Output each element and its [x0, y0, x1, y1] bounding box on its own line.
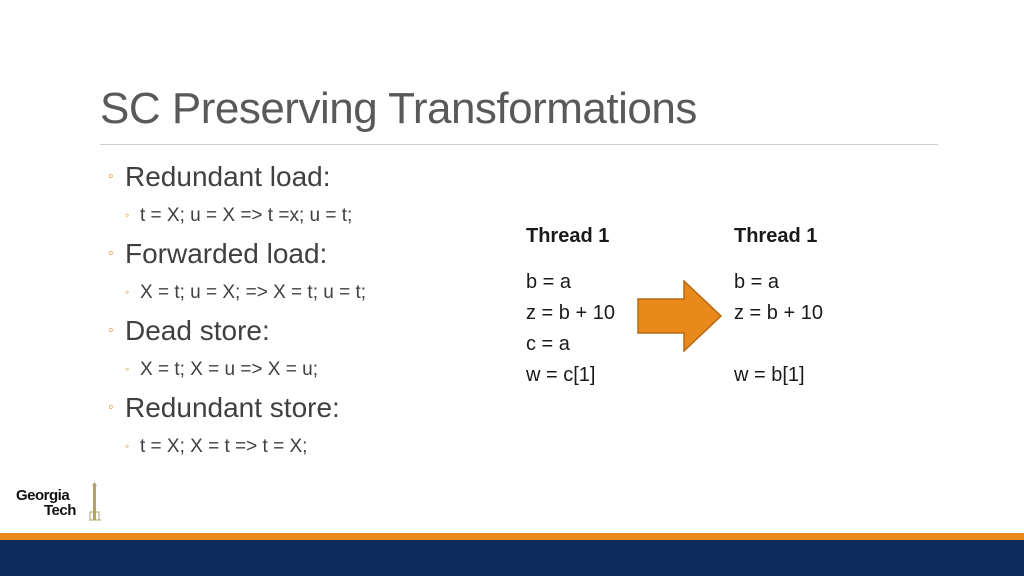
code-line: z = b + 10 [734, 302, 823, 324]
code-line-blank [734, 329, 884, 360]
bullet-item: ◦ Redundant load: [108, 157, 508, 197]
thread-code: b = a z = b + 10 c = a w = c[1] [526, 267, 676, 391]
bullet-item: ◦ Dead store: [108, 311, 508, 351]
tech-tower-icon [89, 482, 101, 521]
bullet-list: ◦ Redundant load: ◦ t = X; u = X => t =x… [108, 157, 508, 465]
thread-before: Thread 1 b = a z = b + 10 c = a w = c[1] [526, 222, 676, 391]
thread-after: Thread 1 b = a z = b + 10 w = b[1] [734, 222, 884, 391]
bullet-item: ◦ Redundant store: [108, 388, 508, 428]
bullet-marker-icon: ◦ [108, 245, 114, 262]
thread-heading: Thread 1 [734, 225, 818, 247]
code-line: z = b + 10 [526, 302, 615, 324]
sub-bullet-text: X = t; X = u => X = u; [140, 359, 318, 380]
footer-bar [0, 540, 1024, 576]
slide-title: SC Preserving Transformations [100, 84, 697, 133]
bullet-text: Forwarded load: [125, 238, 328, 269]
sub-bullet-item: ◦ t = X; u = X => t =x; u = t; [108, 197, 508, 234]
bullet-marker-icon: ◦ [125, 208, 130, 222]
bullet-item: ◦ Forwarded load: [108, 234, 508, 274]
georgia-tech-logo: Georgia Tech [16, 482, 106, 524]
code-line: c = a [526, 333, 570, 355]
sub-bullet-text: X = t; u = X; => X = t; u = t; [140, 282, 367, 303]
bullet-marker-icon: ◦ [108, 322, 114, 339]
thread-code: b = a z = b + 10 w = b[1] [734, 267, 884, 391]
bullet-text: Dead store: [125, 315, 270, 346]
right-arrow-icon [637, 280, 723, 352]
footer-accent-bar [0, 533, 1024, 540]
thread-heading: Thread 1 [526, 225, 610, 247]
code-line: b = a [734, 271, 780, 293]
code-line: w = c[1] [526, 364, 596, 386]
logo-text-line1: Georgia [16, 487, 70, 504]
bullet-marker-icon: ◦ [125, 285, 130, 299]
bullet-marker-icon: ◦ [108, 168, 114, 185]
sub-bullet-text: t = X; u = X => t =x; u = t; [140, 205, 353, 226]
logo-text-line2: Tech [44, 502, 76, 519]
code-line: w = b[1] [734, 364, 805, 386]
sub-bullet-item: ◦ X = t; X = u => X = u; [108, 351, 508, 388]
sub-bullet-text: t = X; X = t => t = X; [140, 436, 308, 457]
code-line: b = a [526, 271, 572, 293]
arrow-shape [637, 280, 723, 352]
bullet-text: Redundant load: [125, 161, 331, 192]
bullet-marker-icon: ◦ [108, 399, 114, 416]
sub-bullet-item: ◦ t = X; X = t => t = X; [108, 428, 508, 465]
bullet-text: Redundant store: [125, 392, 340, 423]
sub-bullet-item: ◦ X = t; u = X; => X = t; u = t; [108, 274, 508, 311]
title-divider [100, 144, 938, 145]
bullet-marker-icon: ◦ [125, 362, 130, 376]
bullet-marker-icon: ◦ [125, 439, 130, 453]
